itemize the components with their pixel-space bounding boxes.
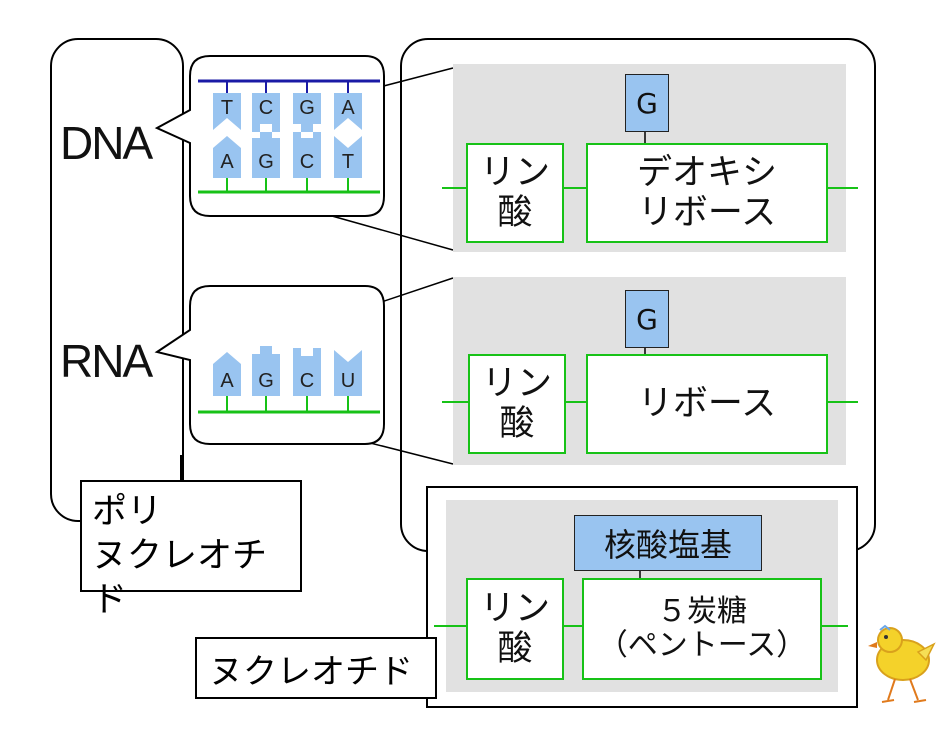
pentose-line2: （ペントース） [597,628,807,663]
rna-base-4: U [341,370,355,392]
generic-phosphate-line1: リン [479,588,550,629]
nucleotide-label-box: ヌクレオチド [195,637,437,699]
chick-icon [868,624,936,703]
dna-phosphate-box: リン 酸 [466,143,564,243]
polynucleotide-frame [50,38,184,522]
dna-nucleotide-base: G [625,74,669,132]
nucleotide-label: ヌクレオチド [209,651,413,692]
dna-top-base-3: G [299,97,315,119]
base-shape-c [252,93,280,132]
pentose-box: ５炭糖 （ペントース） [582,578,822,680]
rna-base-shape-a [213,352,241,396]
dna-top-base-1: T [221,97,233,119]
dna-sugar-line1: デオキシ [636,152,777,193]
base-shape-t2 [334,136,362,178]
rna-base-3: C [300,370,314,392]
rna-base-2: G [258,370,274,392]
nucleobase-box: 核酸塩基 [574,515,762,571]
dna-sugar-line2: リボース [637,193,777,233]
dna-deoxyribose-box: デオキシ リボース [586,143,828,243]
nucleobase-label: 核酸塩基 [603,526,732,564]
dna-top-base-4: A [341,97,355,119]
rna-base-shape-g [252,346,280,396]
rna-label: RNA [60,335,153,387]
polynucleotide-label-line2: ヌクレオチド [92,536,268,620]
base-shape-g2 [252,132,280,178]
rna-nucleotide-base: G [625,290,669,348]
dna-bottom-base-4: T [342,151,354,173]
dna-phosphate-line1: リン [479,152,550,193]
polynucleotide-label-box: ポリ ヌクレオチド [80,480,302,620]
rna-base-shape-u [334,350,362,396]
dna-bottom-base-2: G [258,151,274,173]
pentose-line1: ５炭糖 [657,593,747,629]
rna-phosphate-box: リン 酸 [468,354,566,454]
dna-top-base-2: C [259,97,273,119]
rna-phosphate-line1: リン [481,363,552,404]
base-shape-a2 [213,136,241,178]
base-shape-t [213,93,241,130]
base-shape-a [334,93,362,130]
generic-phosphate-box: リン 酸 [466,578,564,680]
rna-base-1: A [220,370,234,392]
rna-nucleotide-base-label: G [636,302,658,336]
dna-bottom-base-1: A [220,151,234,173]
rna-base-shape-c [293,348,321,396]
dna-label: DNA [60,117,153,169]
rna-ribose-box: リボース [586,354,828,454]
base-shape-c2 [293,132,321,178]
generic-phosphate-line2: 酸 [497,629,533,669]
base-shape-g [293,93,321,132]
dna-nucleotide-base-label: G [636,86,658,120]
dna-phosphate-line2: 酸 [497,193,533,233]
rna-sugar-label: リボース [637,383,777,424]
polynucleotide-label-line1: ポリ [92,492,163,532]
dna-bottom-base-3: C [300,151,314,173]
rna-phosphate-line2: 酸 [499,404,535,444]
